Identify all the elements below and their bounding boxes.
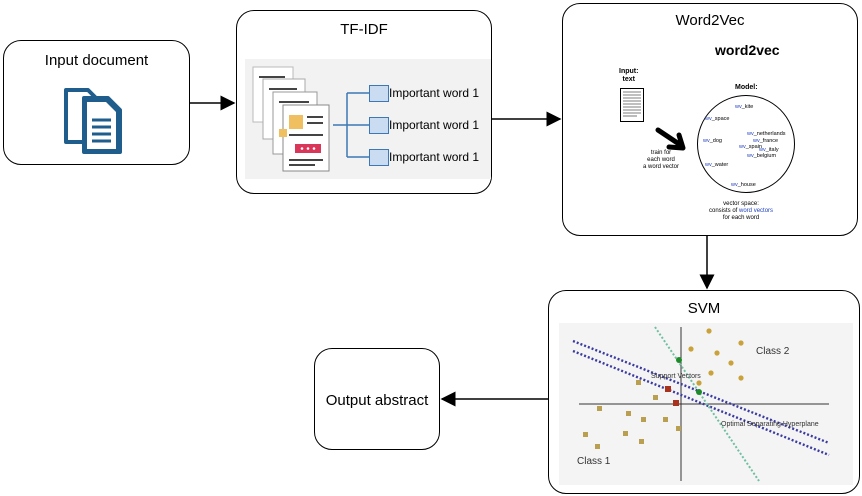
vector-space-caption-line-2b: word vectors <box>739 208 774 214</box>
word-node-2 <box>369 117 389 134</box>
input-document-title: Input document <box>44 52 149 69</box>
vector-space-caption-line-2a: consists of <box>709 208 740 214</box>
svm-class2-label: Class 2 <box>756 346 790 357</box>
output-abstract-box: Output abstract <box>314 348 440 450</box>
class1-point <box>641 417 646 422</box>
class1-point <box>626 411 631 416</box>
tfidf-title: TF-IDF <box>340 21 388 38</box>
svm-class2-points <box>688 328 744 386</box>
support-vector-red <box>673 400 679 406</box>
class1-point <box>639 439 644 444</box>
vector-france: wv_france <box>753 138 779 144</box>
model-label: Model: <box>735 84 758 91</box>
word-tree-connector <box>333 92 369 158</box>
support-vector-red <box>665 386 671 392</box>
important-word-label-2: Important word 1 <box>389 118 480 132</box>
class2-point <box>706 328 712 334</box>
class1-point <box>583 432 588 437</box>
vector-space-circle <box>697 95 795 193</box>
text-page-icon <box>620 88 644 122</box>
class2-point <box>714 350 720 356</box>
important-word-label-3: Important word 1 <box>389 150 480 164</box>
svm-hyperplane-label: Optimal Separating Hyperplane <box>721 421 819 428</box>
class1-point <box>597 406 602 411</box>
svm-support-vectors-label: Support Vectors <box>651 373 701 380</box>
input-label-line-2: text <box>622 76 635 83</box>
vector-house: wv_house <box>731 182 756 188</box>
class2-point <box>708 370 714 376</box>
train-caption-line-1: train for <box>650 150 672 156</box>
input-label-line-1: Input: <box>619 68 639 75</box>
vector-italy: wv_italy <box>759 147 779 153</box>
svm-plot: Class 2 Support Vectors Optimal Separati… <box>559 323 853 485</box>
document-stack-icon <box>252 66 330 172</box>
tfidf-illustration-panel: Important word 1 Important word 1 Import… <box>245 59 491 179</box>
tfidf-box: TF-IDF <box>236 10 492 194</box>
train-caption-line-3: a word vector <box>643 164 680 170</box>
vector-space-caption: vector space: consists of word vectors f… <box>709 201 773 222</box>
train-caption: train for each word a word vector <box>643 150 679 171</box>
vector-water: wv_water <box>705 162 729 168</box>
important-word-label-1: Important word 1 <box>389 86 480 100</box>
support-vector-green <box>676 357 682 363</box>
class1-point <box>663 417 668 422</box>
svm-title: SVM <box>687 300 721 317</box>
class2-point <box>696 380 702 386</box>
word2vec-heading: word2vec <box>715 42 780 58</box>
vector-dog: wv_dog <box>703 138 722 144</box>
word2vec-box: Word2Vec word2vec Input: text train for … <box>562 3 858 236</box>
svm-class1-label: Class 1 <box>577 456 611 467</box>
class2-point <box>738 340 744 346</box>
class2-point <box>688 346 694 352</box>
class1-point <box>623 431 628 436</box>
vector-space: wv_space <box>705 116 730 122</box>
class1-point <box>653 395 658 400</box>
class1-point <box>595 444 600 449</box>
vector-space-caption-line-1: vector space: <box>723 201 759 207</box>
class2-point <box>728 360 734 366</box>
train-caption-line-2: each word <box>647 157 675 163</box>
svm-hyperplane-line <box>654 326 760 482</box>
word-node-3 <box>369 149 389 166</box>
support-vector-green <box>696 389 702 395</box>
svm-class1-points <box>583 380 681 449</box>
vector-netherlands: wv_netherlands <box>747 131 786 137</box>
input-document-box: Input document <box>3 40 190 165</box>
word-node-1 <box>369 85 389 102</box>
documents-icon <box>64 88 122 154</box>
class2-point <box>738 375 744 381</box>
train-arrow-icon <box>655 127 686 151</box>
output-abstract-title: Output abstract <box>325 392 429 409</box>
vector-spain: wv_spain <box>739 144 762 150</box>
input-label: Input: text <box>619 68 638 84</box>
word2vec-title: Word2Vec <box>675 12 745 29</box>
vector-belgium: wv_belgium <box>747 153 777 159</box>
class1-point <box>636 380 641 385</box>
vector-kite: wv_kite <box>735 104 754 110</box>
vector-space-caption-line-3: for each word <box>722 215 760 221</box>
svm-box: SVM <box>548 290 860 494</box>
class1-point <box>676 426 681 431</box>
